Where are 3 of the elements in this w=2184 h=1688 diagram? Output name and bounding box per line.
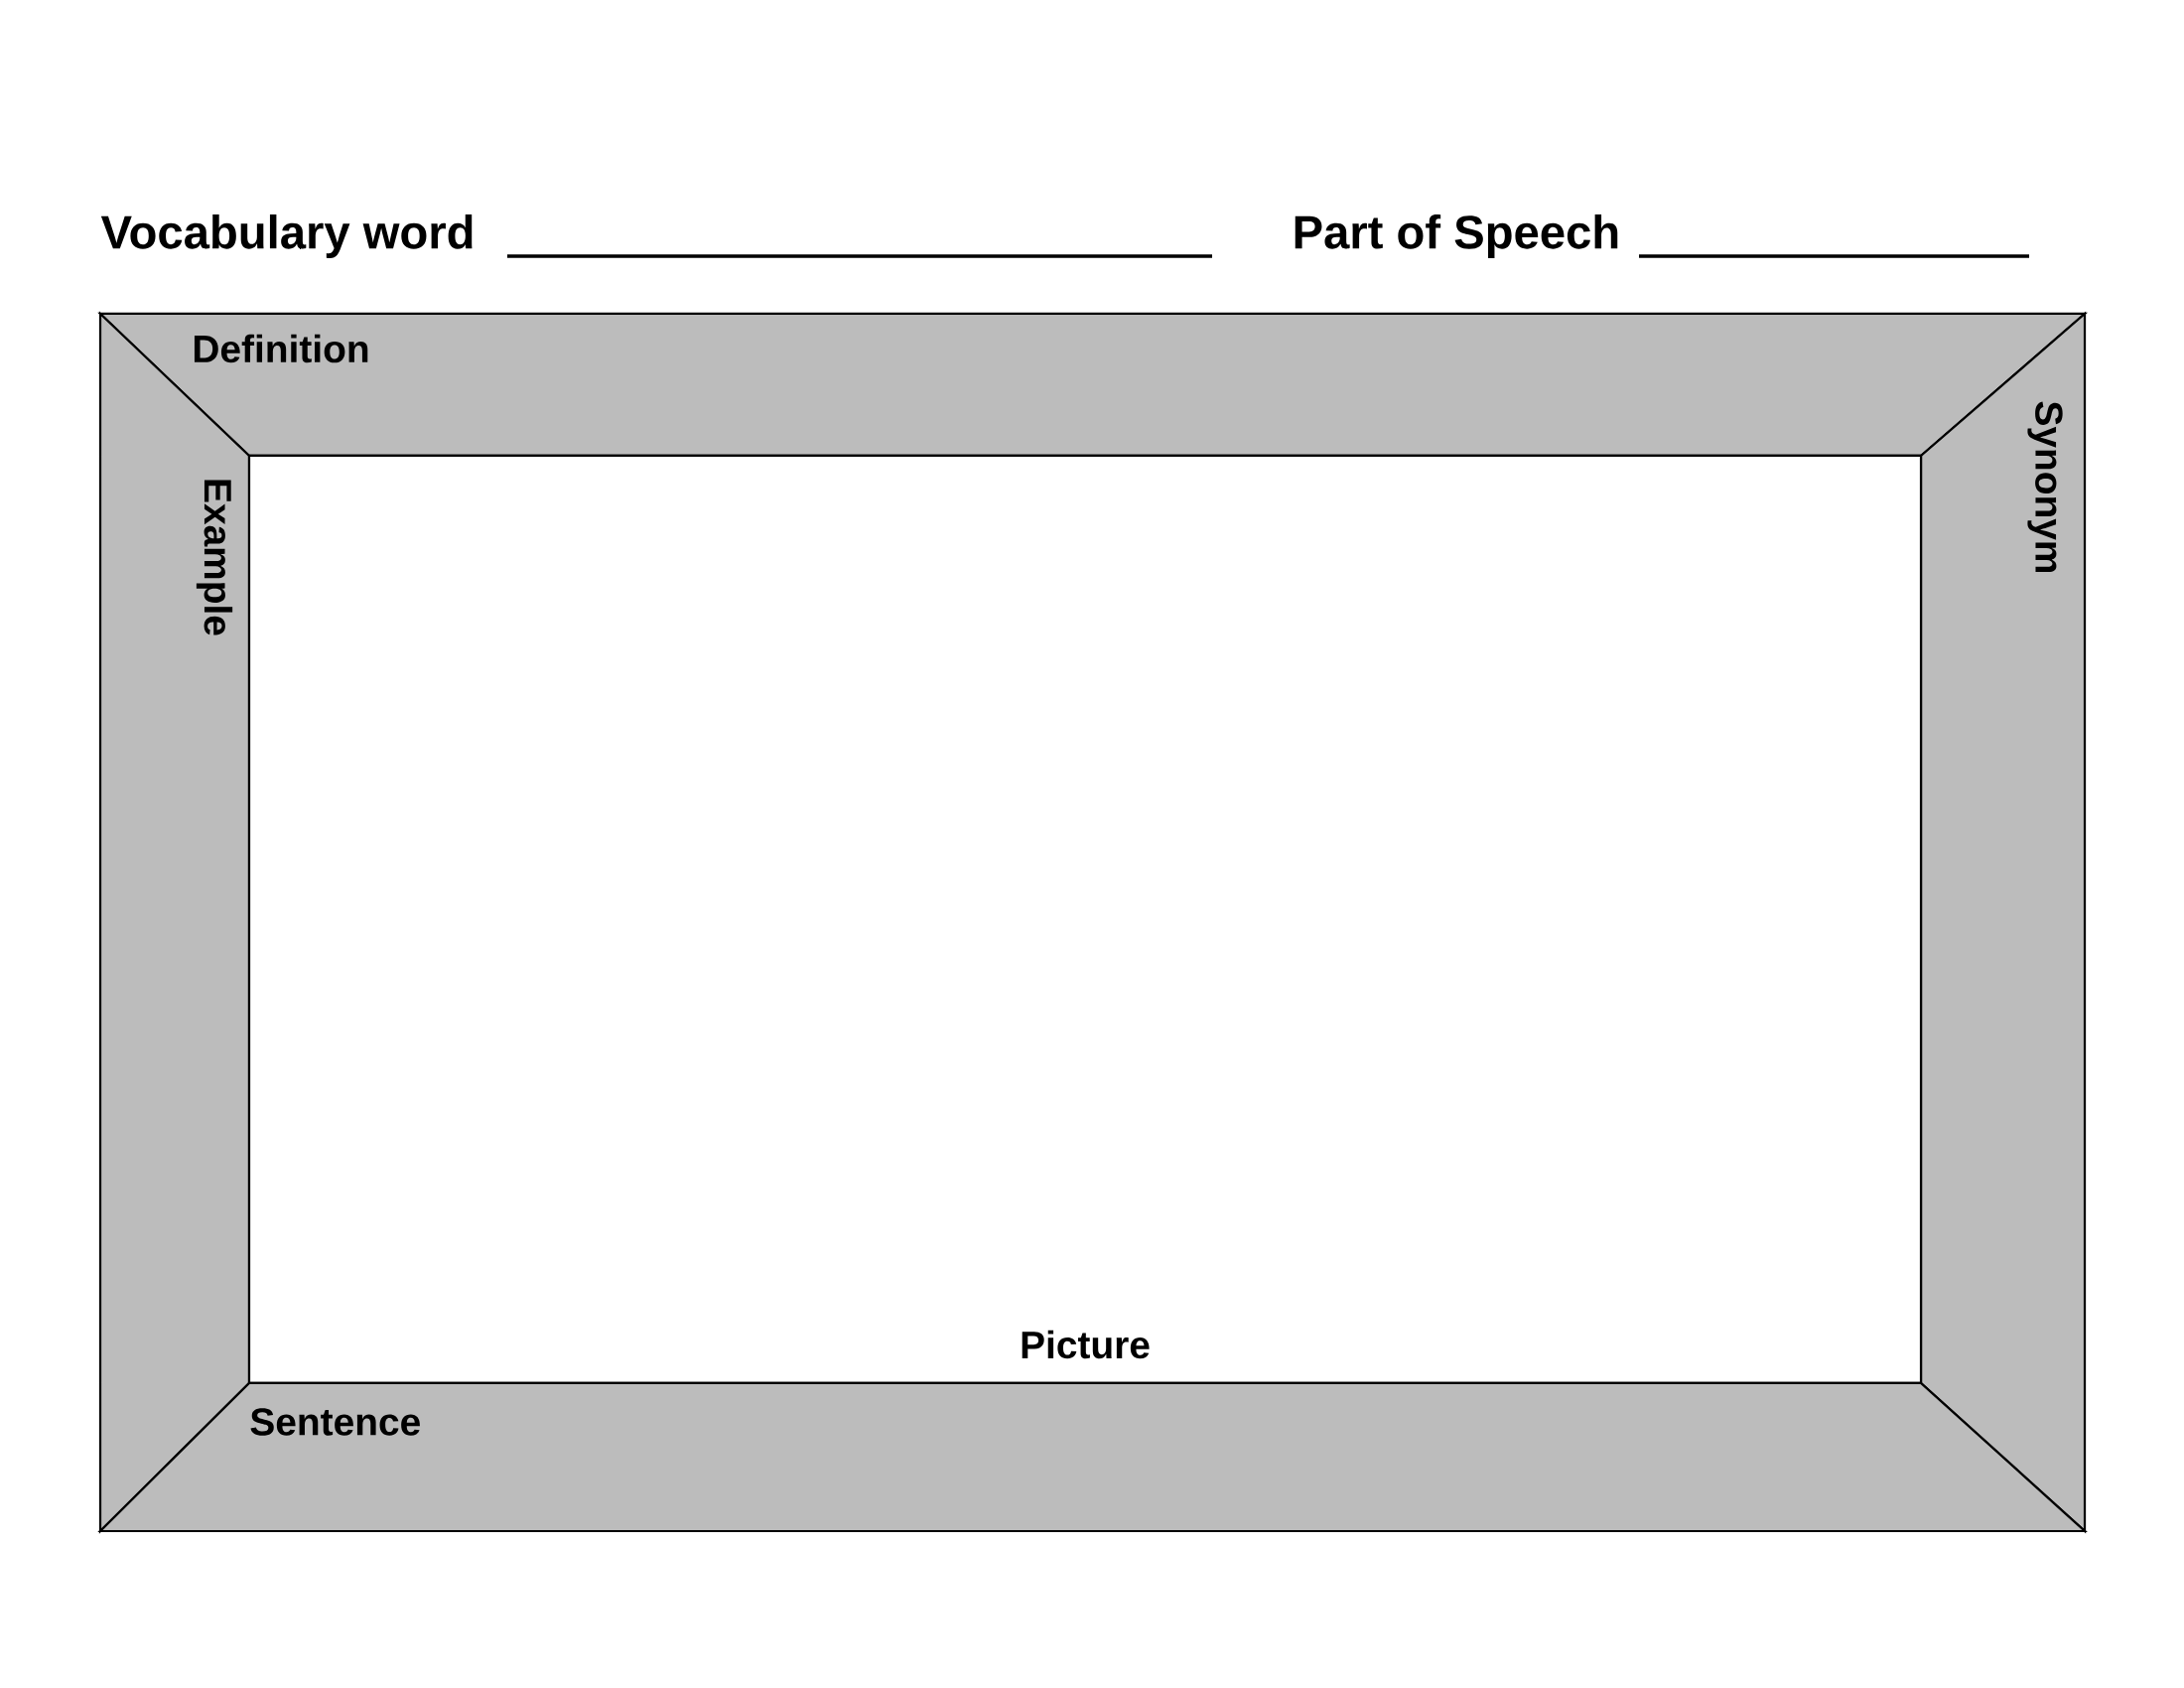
field-label: Vocabulary word [100, 214, 473, 258]
field-label: Part of Speech [1295, 214, 1618, 258]
picture-box: Picture [247, 454, 1923, 1385]
